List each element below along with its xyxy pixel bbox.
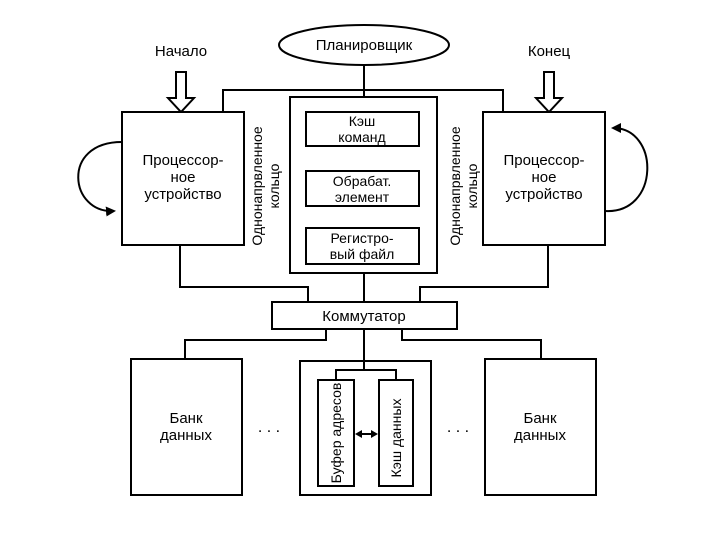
cpu-left-line3: устройство [144,186,221,203]
ring-right-label: Однонапрвленное кольцо [447,126,480,245]
data-cache-box [378,379,414,487]
cpu-right-line1: Процессор- [503,152,584,169]
scheduler-connectors [222,65,504,112]
cpu-left-loop-arrow-icon [77,141,123,217]
cpu-right-line2: ное [532,169,557,186]
cpu-right-box [482,111,606,246]
bank-left-line2: данных [160,427,212,444]
bank-right-line2: данных [514,427,566,444]
svg-text:Однонапрвленное: Однонапрвленное [249,126,265,245]
reg-file-line2: вый файл [330,246,395,262]
ellipsis-left: . . . [258,419,280,436]
ring-left-label: Однонапрвленное кольцо [249,126,282,245]
cpu-left-box [121,111,245,246]
proc-element-line2: элемент [335,189,390,205]
switch-upper-connectors [179,245,549,302]
proc-element-line1: Обрабат. [333,173,391,189]
data-cache-label: Кэш данных [388,399,404,478]
scheduler-label: Планировщик [316,37,413,54]
reg-file-line1: Регистро- [330,230,393,246]
cpu-left-line1: Процессор- [142,152,223,169]
memory-internal-connector [335,369,397,380]
start-arrow-icon [165,71,197,114]
svg-text:Однонапрвленное: Однонапрвленное [447,126,463,245]
ellipsis-right: . . . [447,419,469,436]
bank-right-line1: Банк [523,410,556,427]
cmd-cache-line1: Кэш [349,113,376,129]
addr-buffer-label: Буфер адресов [328,383,344,484]
cpu-right-line3: устройство [505,186,582,203]
bank-left-line1: Банк [169,410,202,427]
switch-box [271,301,458,330]
cpu-right-loop-arrow-icon [604,123,649,213]
bank-right-box [484,358,597,496]
svg-text:кольцо: кольцо [464,163,480,208]
proc-element-box [305,170,420,207]
switch-label: Коммутатор [322,308,405,325]
cmd-cache-line2: команд [338,129,385,145]
bank-left-box [130,358,243,496]
start-label: Начало [155,43,207,60]
end-arrow-icon [533,71,565,114]
bidirectional-arrow-icon [355,430,378,438]
addr-buffer-box [317,379,355,487]
reg-file-box [305,227,420,265]
switch-lower-connectors [184,329,542,361]
end-label: Конец [528,43,571,60]
cmd-cache-box [305,111,420,147]
svg-text:кольцо: кольцо [266,163,282,208]
cpu-left-line2: ное [171,169,196,186]
